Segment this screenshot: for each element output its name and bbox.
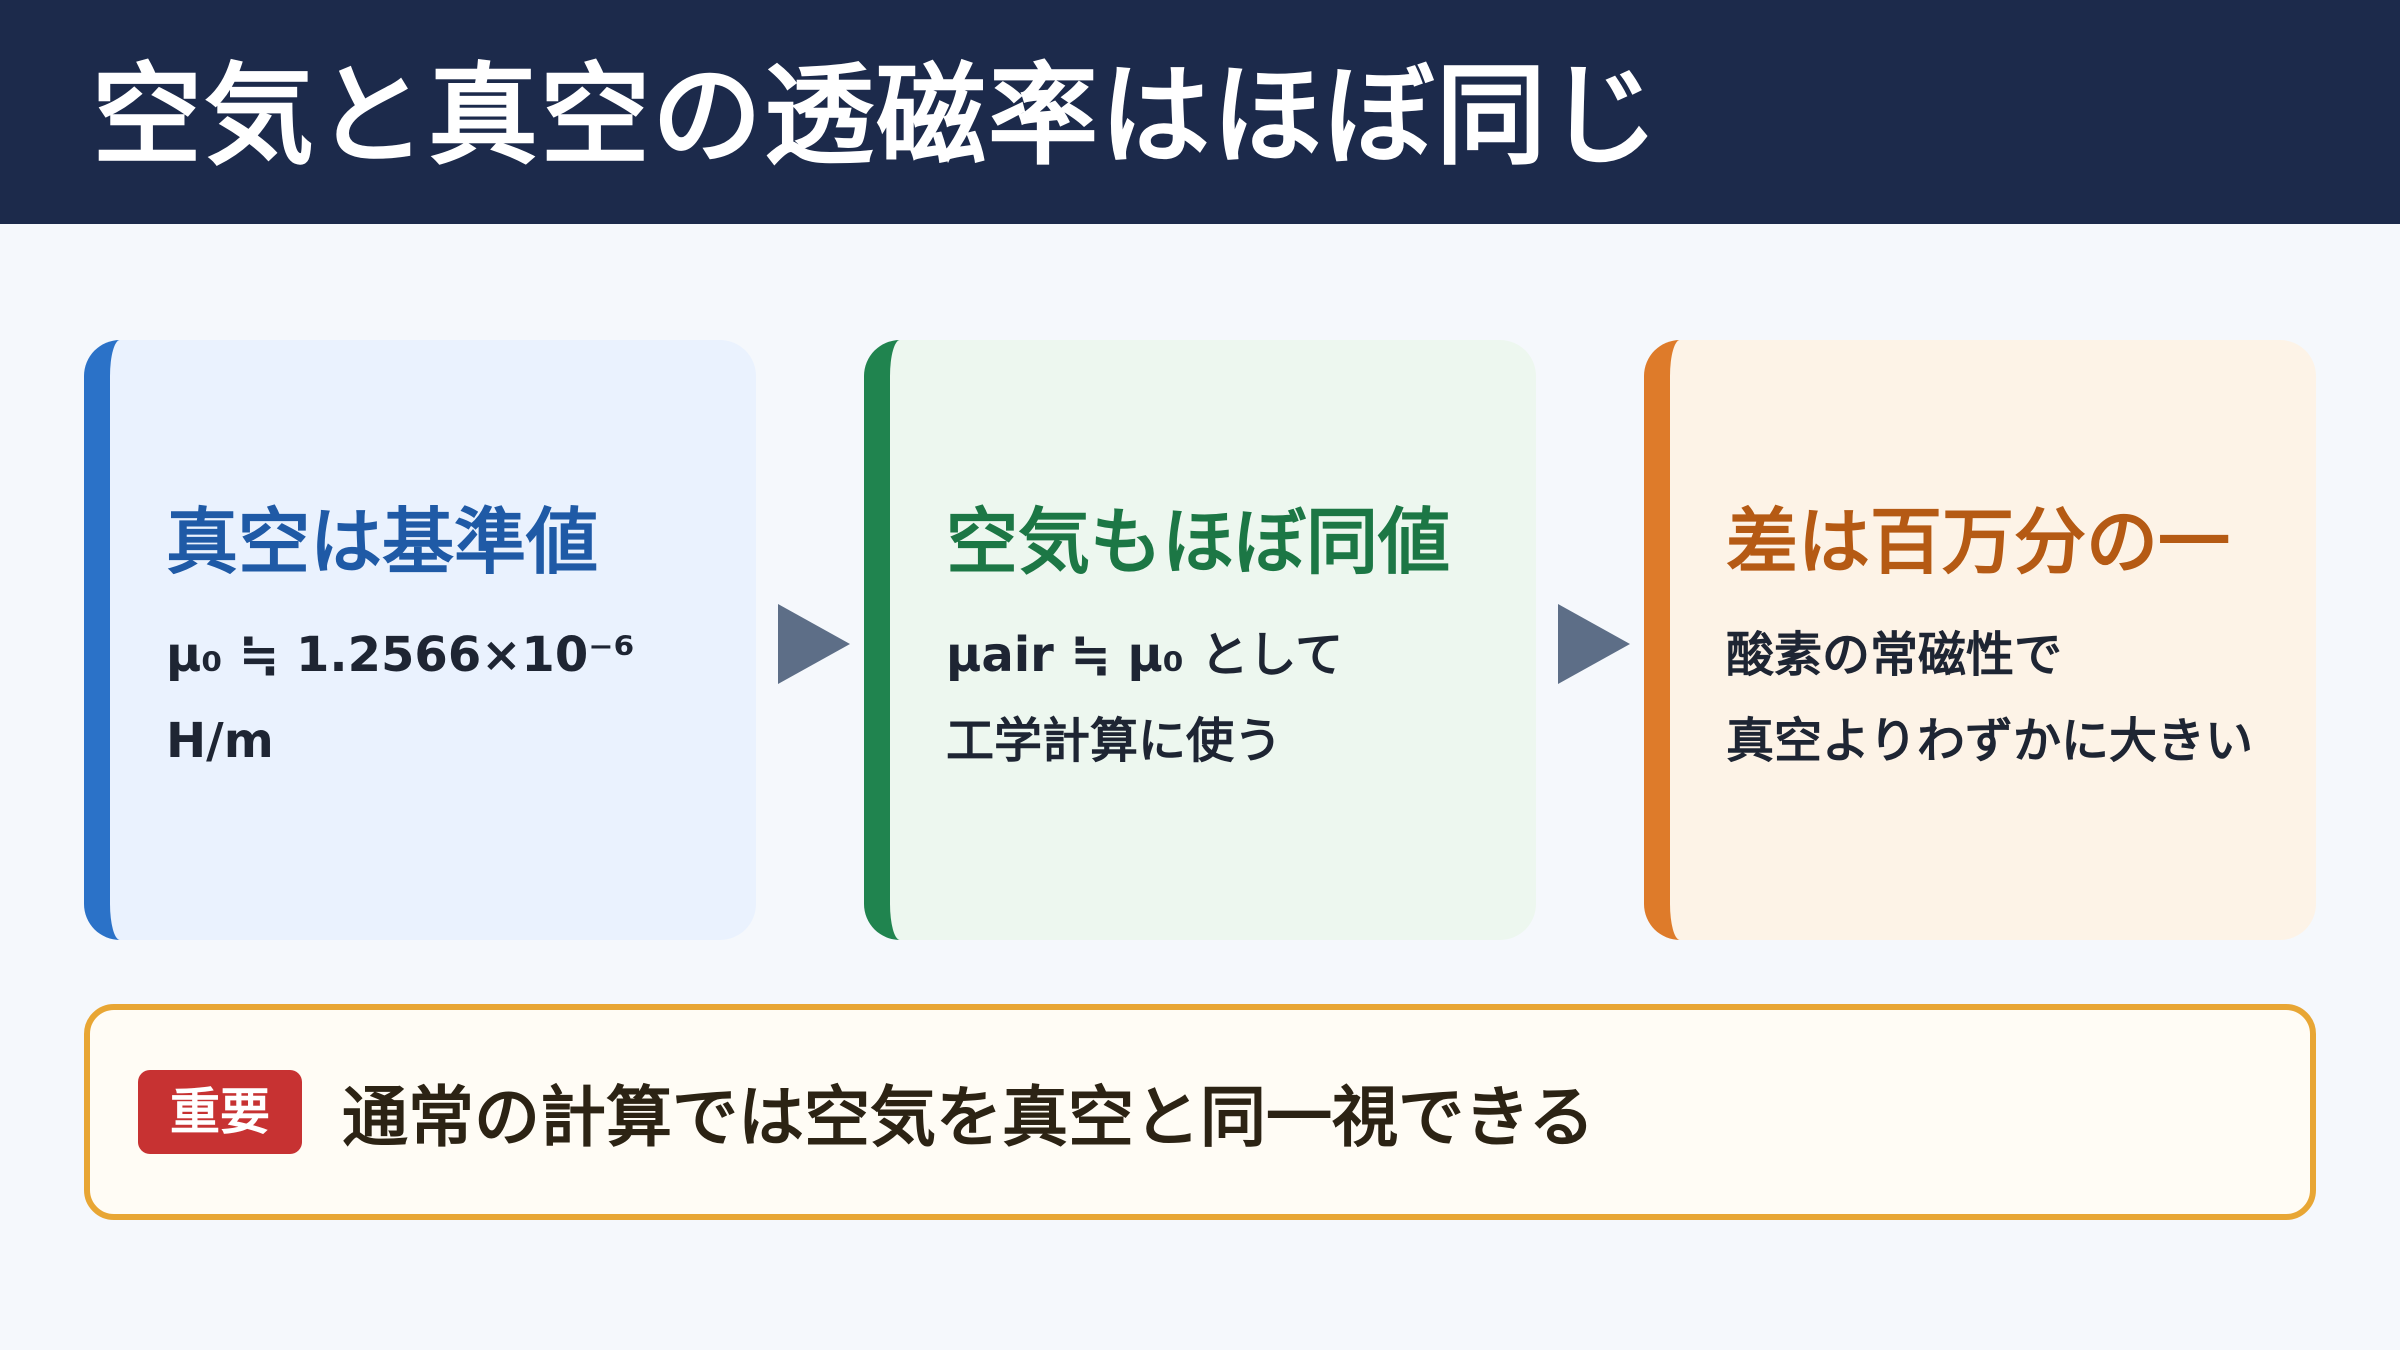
card-difference-title: 差は百万分の一 — [1726, 500, 2231, 584]
important-callout: 重要 通常の計算では空気を真空と同一視できる — [84, 1004, 2316, 1220]
callout-text: 通常の計算では空気を真空と同一視できる — [342, 1079, 1595, 1156]
card-air: 空気もほぼ同値 μair ≒ μ₀ として 工学計算に使う — [864, 340, 1536, 940]
card-vacuum: 真空は基準値 μ₀ ≒ 1.2566×10⁻⁶ H/m — [84, 340, 756, 940]
card-air-content: 空気もほぼ同値 μair ≒ μ₀ として 工学計算に使う — [946, 340, 1506, 940]
important-badge: 重要 — [138, 1070, 302, 1154]
arrow-right-icon — [1558, 604, 1630, 684]
card-air-line-1: μair ≒ μ₀ として — [946, 627, 1344, 683]
card-difference-line-2: 真空よりわずかに大きい — [1726, 713, 2254, 769]
card-vacuum-title: 真空は基準値 — [166, 500, 599, 584]
header-bar: 空気と真空の透磁率はほぼ同じ — [0, 0, 2400, 224]
arrow-right-icon — [778, 604, 850, 684]
card-air-line-2: 工学計算に使う — [946, 713, 1283, 769]
card-vacuum-line-1: μ₀ ≒ 1.2566×10⁻⁶ — [166, 627, 635, 683]
card-difference-line-1: 酸素の常磁性で — [1726, 627, 2063, 683]
card-vacuum-body: μ₀ ≒ 1.2566×10⁻⁶ H/m — [166, 612, 726, 784]
card-difference-content: 差は百万分の一 酸素の常磁性で 真空よりわずかに大きい — [1726, 340, 2286, 940]
card-air-body: μair ≒ μ₀ として 工学計算に使う — [946, 612, 1506, 784]
card-difference: 差は百万分の一 酸素の常磁性で 真空よりわずかに大きい — [1644, 340, 2316, 940]
page-title: 空気と真空の透磁率はほぼ同じ — [92, 52, 1660, 180]
card-air-title: 空気もほぼ同値 — [946, 500, 1451, 584]
card-vacuum-content: 真空は基準値 μ₀ ≒ 1.2566×10⁻⁶ H/m — [166, 340, 726, 940]
card-difference-body: 酸素の常磁性で 真空よりわずかに大きい — [1726, 612, 2286, 784]
card-vacuum-line-2: H/m — [166, 713, 274, 769]
